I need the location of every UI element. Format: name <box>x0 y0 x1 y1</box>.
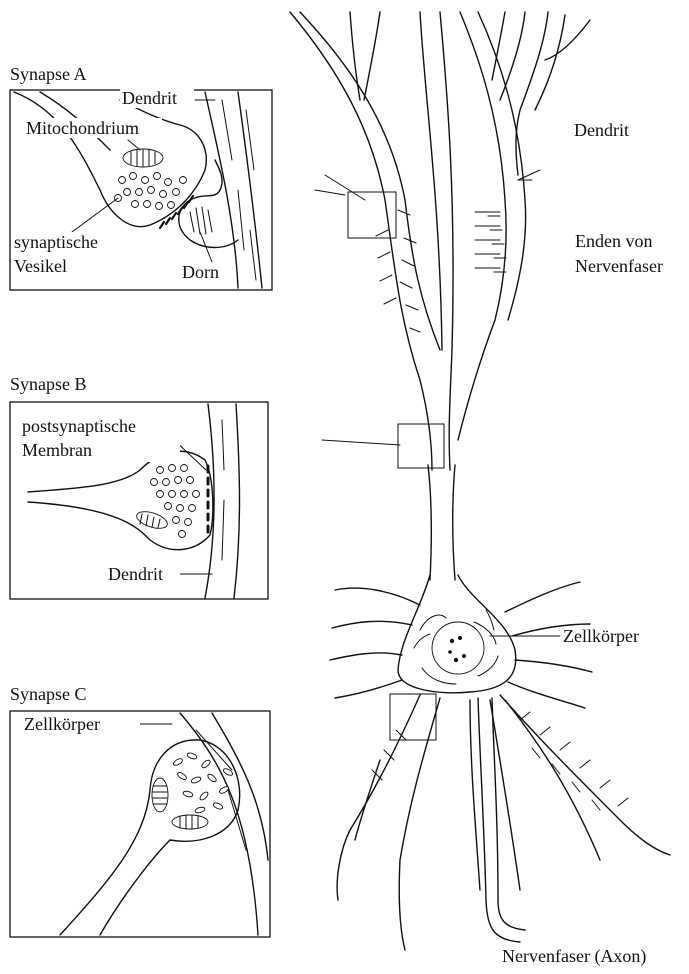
synapse-a-panel: Synapse A <box>10 64 272 290</box>
synapse-a-dorn-label: Dorn <box>182 262 219 282</box>
synapse-c-title: Synapse C <box>10 684 87 704</box>
synapse-a-vesikel-label-line1: synaptische <box>14 232 98 252</box>
neuron-box-synapse-b <box>398 424 444 468</box>
synapse-b-title: Synapse B <box>10 374 87 394</box>
synapse-c-panel: Synapse C <box>10 684 270 937</box>
neuron-dendrit-label: Dendrit <box>574 120 629 140</box>
neuron-axon-label: Nervenfaser (Axon) <box>502 946 646 967</box>
neuron-drawing: Dendrit Enden von Nervenfaser Zellkörper… <box>290 12 670 967</box>
neuron-upper-dendrites <box>290 12 590 470</box>
synapse-c-zellkoerper-label: Zellkörper <box>24 714 100 734</box>
neuron-cell-body <box>398 575 516 693</box>
neuron-box-synapse-c <box>390 694 436 740</box>
neuron-dendritic-spines <box>376 180 532 332</box>
neuron-axon <box>478 698 525 942</box>
synapse-a-vesikel-label-line2: Vesikel <box>14 256 67 276</box>
synapse-a-mitochondrium <box>123 149 163 167</box>
neuron-apical-shaft <box>428 465 455 580</box>
synapse-b-dendrit-label: Dendrit <box>108 564 163 584</box>
neuron-enden-label-line1: Enden von <box>575 231 652 251</box>
synapse-b-membran-label-line2: Membran <box>22 440 92 460</box>
neuron-lower-branches <box>337 695 670 950</box>
neuron-enden-label-line2: Nervenfaser <box>575 256 663 276</box>
synapse-b-panel: Synapse B postsynaptische M <box>10 374 268 599</box>
synapse-a-dendrit-label: Dendrit <box>122 88 177 108</box>
synapse-a-mitochondrium-label: Mitochondrium <box>26 118 139 138</box>
synapse-b-membran-label-line1: postsynaptische <box>22 416 136 436</box>
synapse-a-title: Synapse A <box>10 64 87 84</box>
neuron-zellkoerper-label: Zellkörper <box>563 626 639 646</box>
